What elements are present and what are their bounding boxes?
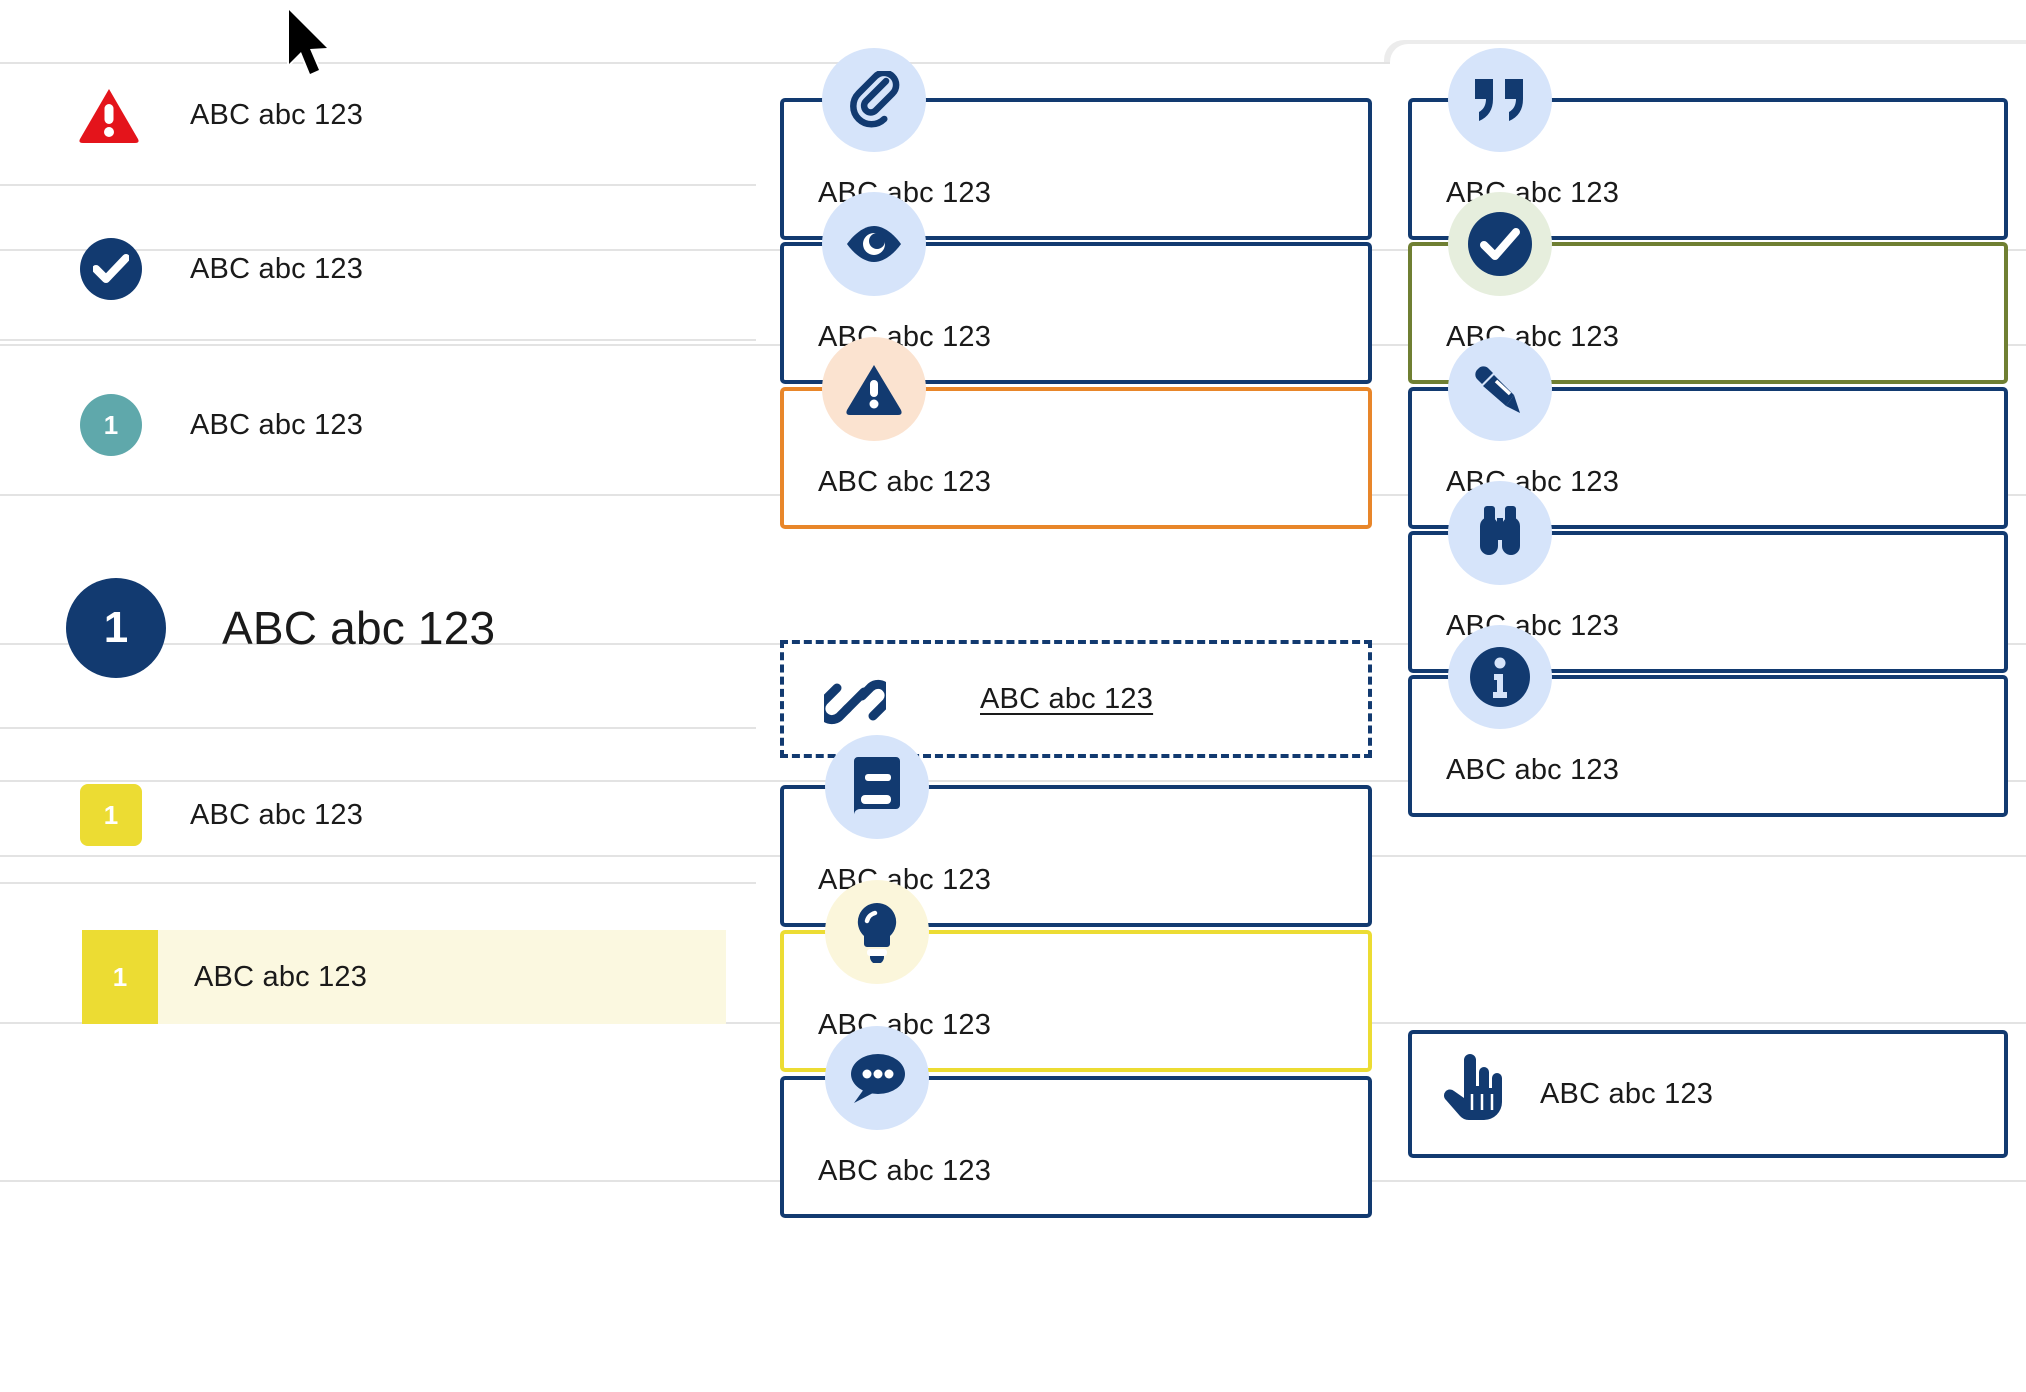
number-badge-icon: 1 [66,578,166,678]
check-circle-icon [1448,192,1552,296]
check-circle-icon [80,238,142,300]
sidebar-item-label: ABC abc 123 [222,602,496,654]
pointing-hand-icon [1442,1052,1506,1120]
sidebar-separator [0,727,756,729]
pencil-icon [1448,337,1552,441]
quote-icon [1448,48,1552,152]
eye-icon [822,192,926,296]
card-label: ABC abc 123 [818,466,992,498]
sidebar-item-navy-one[interactable]: 1 ABC abc 123 [0,568,756,688]
sidebar-item-label: ABC abc 123 [190,408,364,441]
badge-number: 1 [112,961,128,992]
card-preview[interactable]: ABC abc 123 [780,242,1372,384]
paperclip-icon [822,48,926,152]
badge-number: 1 [103,799,119,830]
sidebar-item-label: ABC abc 123 [190,98,364,131]
sidebar-item-yellow-selected[interactable]: 1 ABC abc 123 [82,930,726,1024]
sidebar-item-label: ABC abc 123 [194,960,368,993]
binoculars-icon [1448,481,1552,585]
sidebar-item-label: ABC abc 123 [190,252,364,285]
card-label: ABC abc 123 [980,682,1154,715]
card-label: ABC abc 123 [818,1155,992,1187]
sidebar-separator [0,494,756,496]
warning-triangle-icon [822,337,926,441]
sidebar-item-label: ABC abc 123 [190,798,364,831]
lightbulb-icon [825,880,929,984]
card-action[interactable]: ABC abc 123 [1408,1030,2008,1158]
sidebar-item-yellow-one[interactable]: 1 ABC abc 123 [0,770,756,860]
card-label: ABC abc 123 [1540,1077,1714,1110]
sidebar-item-teal-one[interactable]: 1 ABC abc 123 [0,380,756,470]
sidebar: ABC abc 123 ABC abc 123 1 ABC abc 123 1 … [0,0,756,1392]
comment-bubble-icon [825,1026,929,1130]
sidebar-separator [0,184,756,186]
sidebar-item-alert[interactable]: ABC abc 123 [0,70,756,160]
number-badge-icon: 1 [82,930,158,1024]
sidebar-item-success[interactable]: ABC abc 123 [0,224,756,314]
badge-number: 1 [103,603,129,652]
number-badge-icon: 1 [80,394,142,456]
card-label: ABC abc 123 [1446,754,1620,786]
sidebar-separator [0,882,756,884]
sidebar-separator [0,339,756,341]
background-rule [0,780,2026,782]
warning-triangle-icon [78,87,140,143]
info-circle-icon [1448,625,1552,729]
background-rule [0,62,2026,64]
chain-link-icon [824,679,886,725]
book-icon [825,735,929,839]
number-badge-icon: 1 [80,784,142,846]
card-link[interactable]: ABC abc 123 [780,640,1372,758]
badge-number: 1 [103,409,119,440]
